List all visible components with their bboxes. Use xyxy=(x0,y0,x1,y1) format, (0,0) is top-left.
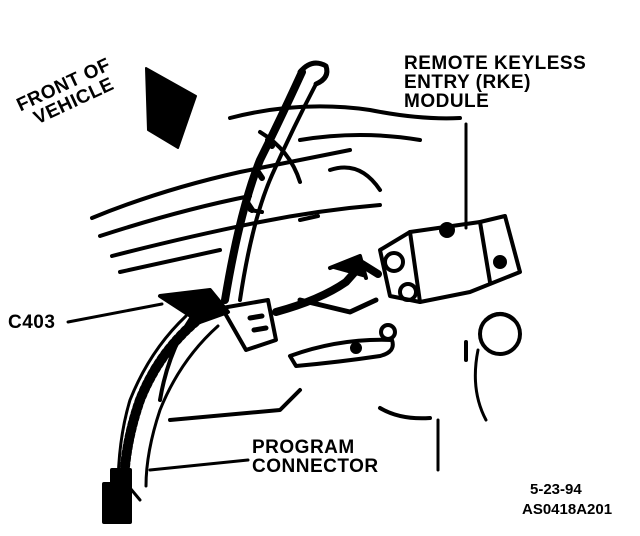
figure-code: AS0418A201 xyxy=(522,501,613,518)
program-label-line-1: PROGRAM xyxy=(252,437,355,458)
date-stamp: 5-23-94 xyxy=(530,481,582,498)
program-label-line-2: CONNECTOR xyxy=(252,456,379,477)
rke-label-line-2: ENTRY (RKE) xyxy=(404,72,531,93)
knob xyxy=(436,312,522,472)
leader-lines xyxy=(66,122,468,472)
program-connector-label: PROGRAM CONNECTOR xyxy=(252,438,379,476)
rke-module-label: REMOTE KEYLESS ENTRY (RKE) MODULE xyxy=(404,54,586,111)
front-arrow-icon xyxy=(145,67,197,149)
mounting-bracket xyxy=(288,337,395,368)
c403-label: C403 xyxy=(8,312,56,333)
rke-module xyxy=(378,214,522,341)
rke-label-line-1: REMOTE KEYLESS xyxy=(404,53,587,74)
program-connector xyxy=(102,468,142,524)
rke-label-line-3: MODULE xyxy=(404,91,490,112)
lower-harness xyxy=(116,313,220,492)
c403-connector xyxy=(158,254,382,352)
upper-harness xyxy=(221,60,330,304)
